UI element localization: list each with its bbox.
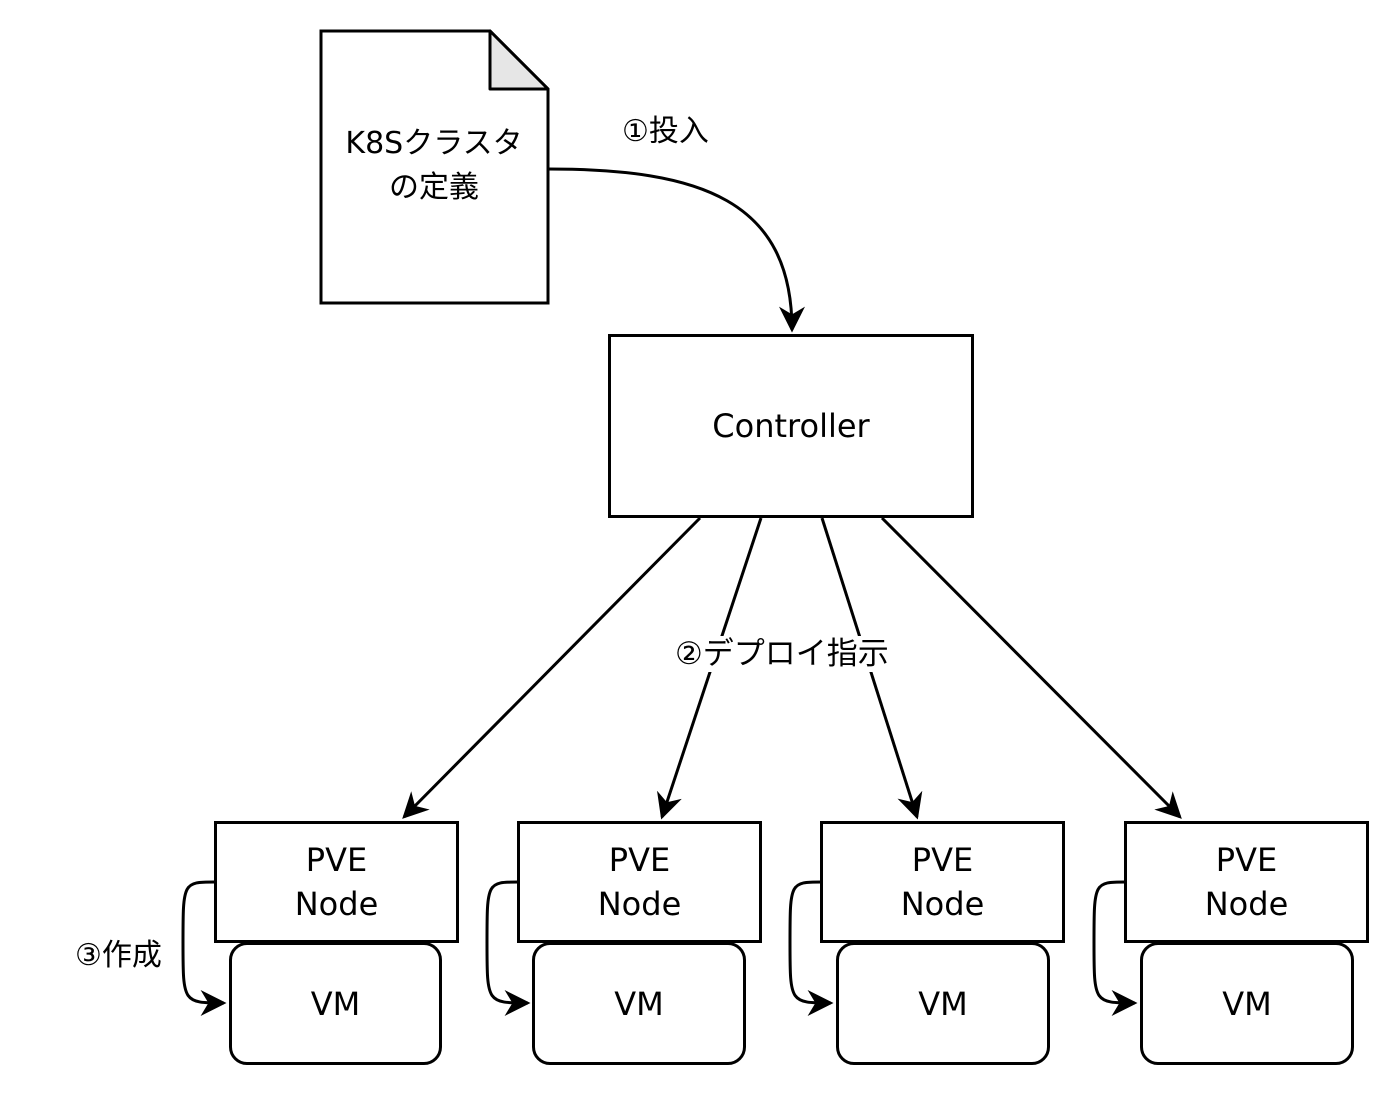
pve-node-box-3: PVE Node (820, 821, 1065, 943)
pve-node-4-line2: Node (1204, 885, 1289, 923)
deploy-arrow-1 (402, 516, 702, 819)
vm-box-2: VM (532, 942, 746, 1065)
step-submit-label: ①投入 (622, 114, 709, 149)
create-arrow-1 (181, 880, 227, 1016)
pve-node-box-2: PVE Node (517, 821, 762, 943)
pve-node-1-line2: Node (294, 885, 379, 923)
create-arrow-2 (485, 880, 531, 1016)
pve-node-3-line2: Node (900, 885, 985, 923)
vm-box-4: VM (1140, 942, 1354, 1065)
controller-box: Controller (608, 334, 974, 518)
step-deploy-label: ②デプロイ指示 (675, 636, 889, 672)
create-arrow-4 (1092, 880, 1138, 1016)
pve-node-2-line2: Node (597, 885, 682, 923)
pve-node-1-line1: PVE (305, 841, 368, 879)
create-arrow-3 (788, 880, 834, 1016)
cluster-definition-document (319, 29, 550, 305)
vm-box-3: VM (836, 942, 1050, 1065)
pve-node-box-4: PVE Node (1124, 821, 1369, 943)
deploy-arrow-4 (880, 516, 1182, 819)
document-label: K8Sクラスタ の定義 (322, 122, 546, 210)
vm-box-1: VM (229, 942, 442, 1065)
document-label-line1: K8Sクラスタ (345, 126, 523, 161)
submit-arrow (547, 167, 805, 333)
controller-label: Controller (712, 407, 870, 445)
pve-node-box-1: PVE Node (214, 821, 459, 943)
vm-label-3: VM (918, 984, 968, 1023)
document-fold-corner (488, 29, 550, 91)
vm-label-1: VM (310, 984, 361, 1023)
step-create-label: ③作成 (75, 938, 162, 973)
vm-label-2: VM (614, 984, 664, 1023)
document-label-line2: の定義 (389, 170, 479, 205)
pve-node-2-line1: PVE (608, 841, 671, 879)
vm-label-4: VM (1222, 984, 1272, 1023)
pve-node-3-line1: PVE (911, 841, 974, 879)
pve-node-4-line1: PVE (1215, 841, 1278, 879)
